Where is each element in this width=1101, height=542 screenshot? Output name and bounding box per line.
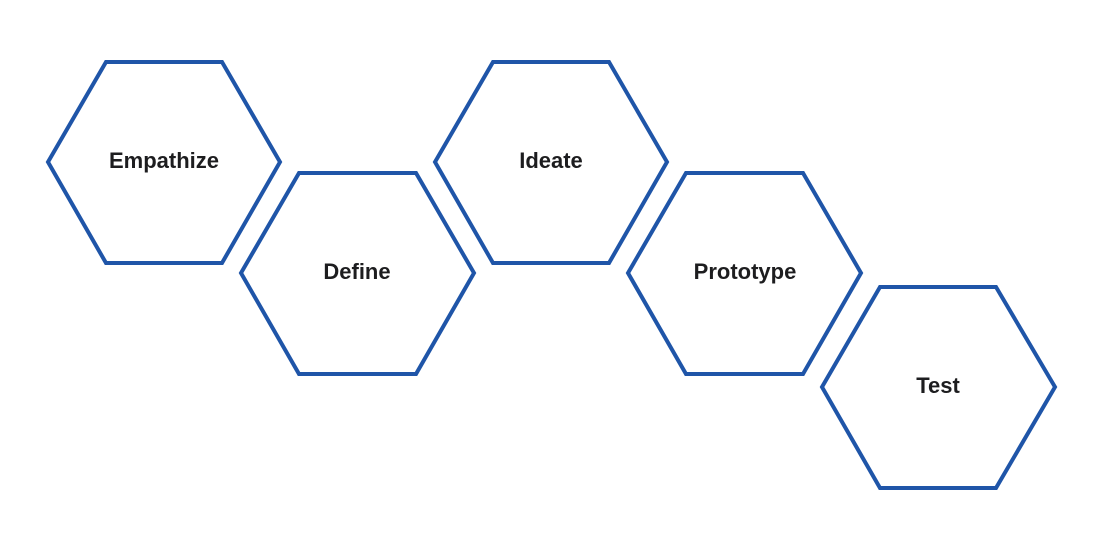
stage-empathize: Empathize [45,60,283,265]
stage-label-define: Define [323,259,390,284]
hexagon-define [238,171,477,376]
hexagon-empathize [45,60,283,265]
stage-test: Test [819,285,1058,490]
stage-define: Define [238,171,477,376]
hexagon-ideate [432,60,670,265]
stage-ideate: Ideate [432,60,670,265]
stage-label-test: Test [916,373,960,398]
hexagon-prototype [625,171,864,376]
stage-label-ideate: Ideate [519,148,583,173]
stage-prototype: Prototype [625,171,864,376]
hexagon-test [819,285,1058,490]
stage-label-prototype: Prototype [694,259,797,284]
stage-label-empathize: Empathize [109,148,219,173]
